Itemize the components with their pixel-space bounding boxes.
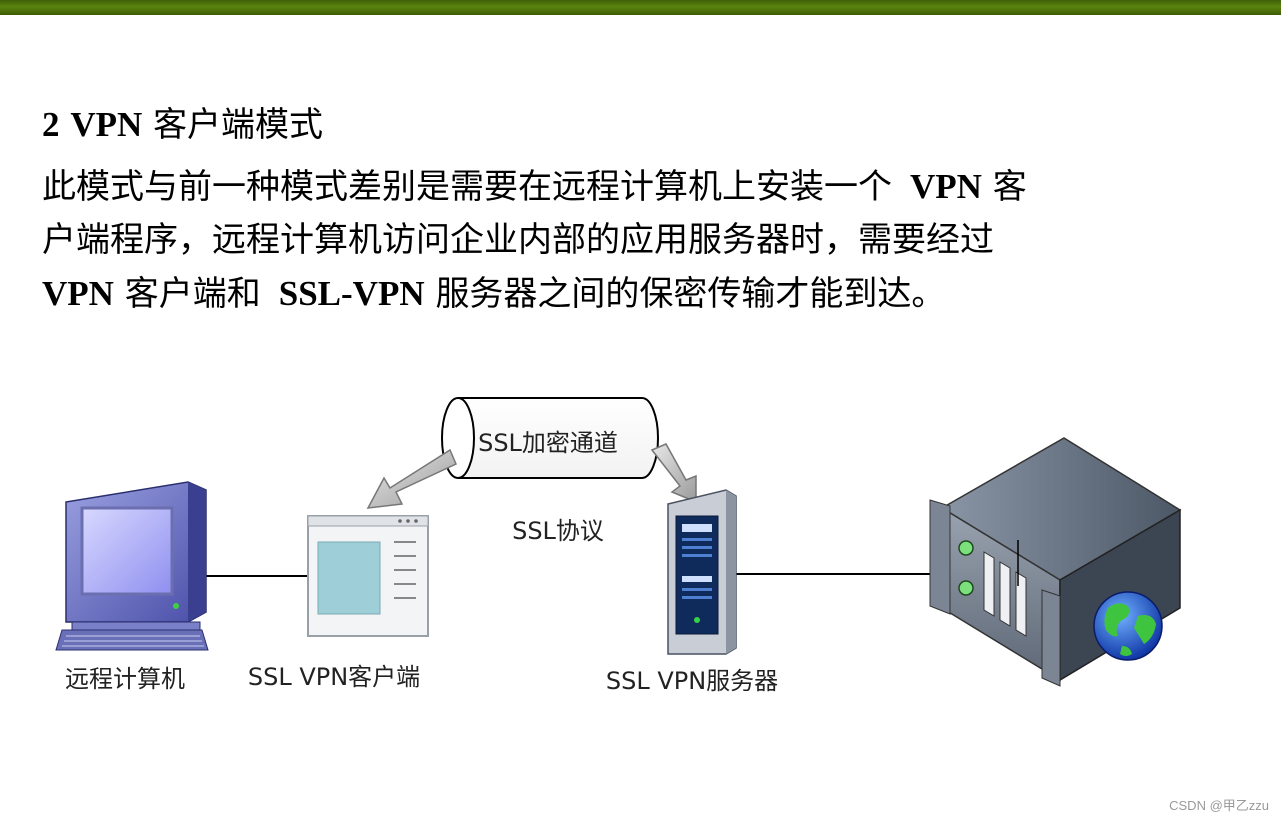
application-server-icon bbox=[929, 437, 1182, 687]
network-diagram-svg: SSL加密通道 SSL协议 远程计算机 SSL VPN客户端 SSL VPN服务… bbox=[55, 397, 1182, 695]
paragraph-text: 户端程序，远程计算机访问企业内部的应用服务器时，需要经过 bbox=[42, 220, 994, 260]
arrow-to-server-icon bbox=[650, 443, 697, 504]
paragraph-text: 此模式与前一种模式差别是需要在远程计算机上安装一个 bbox=[42, 167, 892, 207]
paragraph-line-3: VPN 客户端和 SSL-VPN 服务器之间的保密传输才能到达。 bbox=[42, 267, 1242, 321]
tunnel-label: SSL加密通道 bbox=[478, 429, 618, 457]
vpn-client-label: SSL VPN客户端 bbox=[248, 663, 420, 691]
protocol-label: SSL协议 bbox=[512, 517, 604, 545]
paragraph-text: 客户端和 bbox=[124, 274, 261, 314]
description-paragraph: 此模式与前一种模式差别是需要在远程计算机上安装一个 VPN 客 户端程序，远程计算… bbox=[42, 160, 1242, 321]
paragraph-text: 服务器之间的保密传输才能到达。 bbox=[435, 274, 946, 314]
paragraph-ssl-vpn: SSL-VPN bbox=[278, 274, 425, 313]
remote-computer-icon bbox=[55, 481, 209, 651]
paragraph-line-2: 户端程序，远程计算机访问企业内部的应用服务器时，需要经过 bbox=[42, 214, 1242, 267]
remote-computer-label: 远程计算机 bbox=[65, 665, 185, 693]
watermark: CSDN @甲乙zzu bbox=[1169, 798, 1269, 813]
heading-text: 客户端模式 bbox=[153, 105, 324, 145]
vpn-server-tower-icon bbox=[667, 489, 737, 655]
paragraph-text: 客 bbox=[992, 167, 1027, 207]
section-heading: 2 VPN 客户端模式 bbox=[42, 100, 323, 150]
ssl-tunnel-cylinder bbox=[441, 397, 659, 479]
arrow-to-client-icon bbox=[366, 448, 457, 509]
vpn-server-label: SSL VPN服务器 bbox=[606, 667, 778, 695]
paragraph-vpn: VPN bbox=[42, 274, 114, 313]
paragraph-vpn: VPN bbox=[910, 167, 982, 206]
vpn-client-window-icon bbox=[307, 515, 429, 637]
heading-vpn: VPN bbox=[70, 105, 143, 144]
paragraph-line-1: 此模式与前一种模式差别是需要在远程计算机上安装一个 VPN 客 bbox=[42, 160, 1242, 214]
top-accent-bar bbox=[0, 0, 1281, 15]
network-diagram: SSL加密通道 SSL协议 远程计算机 SSL VPN客户端 SSL VPN服务… bbox=[0, 330, 1281, 750]
heading-number: 2 bbox=[42, 105, 60, 144]
